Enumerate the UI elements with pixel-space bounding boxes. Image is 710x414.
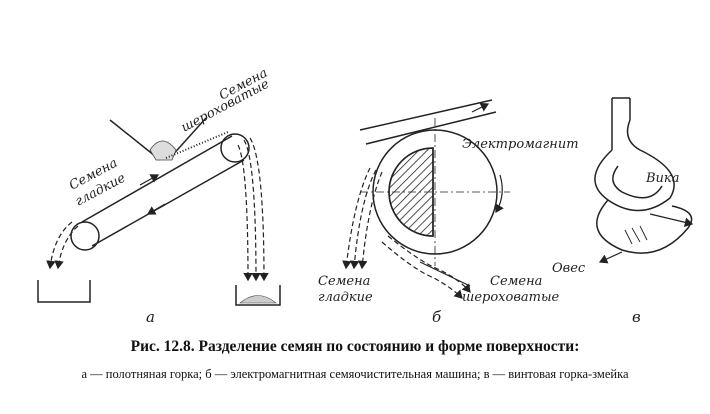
bin-right bbox=[235, 285, 281, 306]
scraper bbox=[419, 261, 471, 287]
pulley-upper bbox=[220, 133, 250, 163]
label-smooth-b-2: гладкие bbox=[318, 290, 373, 305]
rough-flow-1 bbox=[243, 139, 261, 282]
feed-flow bbox=[471, 102, 490, 113]
feed-chute bbox=[359, 99, 497, 145]
belt-bottom bbox=[91, 159, 245, 247]
smooth-flow-2 bbox=[46, 221, 73, 270]
belt-arrow-up bbox=[139, 174, 160, 186]
bin-left bbox=[37, 280, 91, 303]
label-electromagnet: Электромагнит bbox=[462, 137, 579, 152]
figure-caption-description: а — полотняная горка; б — электромагнитн… bbox=[81, 367, 629, 381]
belt-arrow-down bbox=[146, 203, 166, 215]
panel-v-spiral-chute bbox=[594, 97, 694, 264]
magnet-outline bbox=[388, 147, 434, 237]
rough-flow-3 bbox=[237, 144, 253, 282]
rotation-arrow bbox=[495, 174, 504, 214]
panel-label-v: в bbox=[632, 308, 641, 326]
vetch-arrow bbox=[649, 213, 694, 228]
label-rough-b-2: шероховатые bbox=[462, 290, 560, 305]
smooth-b-flow-1 bbox=[349, 169, 377, 270]
panel-a-belt-slope bbox=[37, 117, 281, 306]
panel-label-b: б bbox=[432, 308, 442, 326]
rough-b-flow-1 bbox=[387, 235, 471, 293]
rough-b-flow-2 bbox=[381, 241, 463, 299]
panel-label-a: а bbox=[146, 308, 155, 326]
smooth-b-flow-3 bbox=[357, 171, 383, 270]
figure-caption-title: Рис. 12.8. Разделение семян по состоянию… bbox=[130, 338, 580, 355]
label-vetch: Вика bbox=[645, 171, 679, 186]
smooth-b-flow-2 bbox=[342, 167, 371, 270]
oats-arrow bbox=[598, 251, 623, 264]
spiral-inner bbox=[612, 165, 663, 199]
rough-flow-2 bbox=[249, 137, 269, 282]
label-rough-b-1: Семена bbox=[490, 274, 542, 289]
label-smooth-b-1: Семена bbox=[318, 274, 370, 289]
seed-pile-right bbox=[239, 295, 277, 304]
spiral-lower bbox=[596, 199, 693, 254]
smooth-flow-1 bbox=[54, 225, 79, 270]
pulley-lower bbox=[70, 221, 100, 251]
spiral-hatch bbox=[624, 225, 648, 245]
seed-stream-belt bbox=[165, 131, 229, 159]
spiral-upper bbox=[594, 119, 675, 212]
label-oats: Овес bbox=[552, 261, 586, 276]
panel-b-electromagnet-drum bbox=[342, 99, 510, 299]
seed-pile-hopper bbox=[149, 140, 177, 161]
